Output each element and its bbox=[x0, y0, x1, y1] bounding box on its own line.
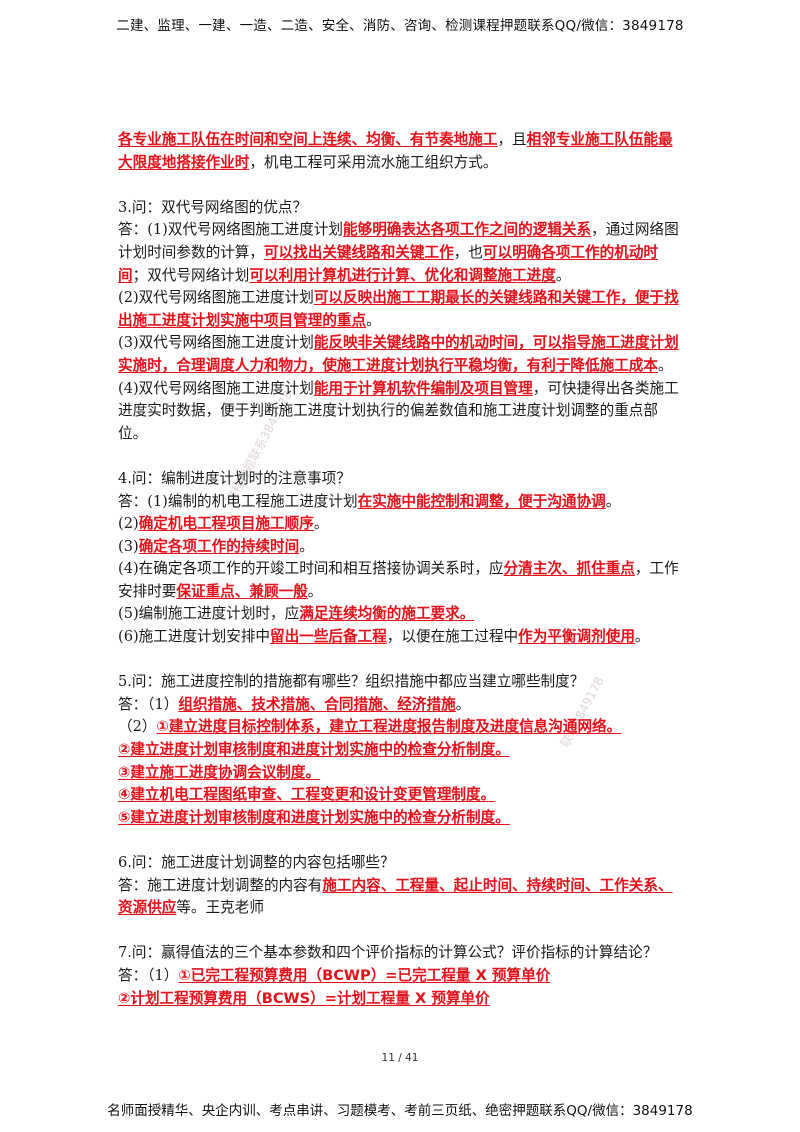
body-text: (3) bbox=[118, 537, 139, 555]
body-text: 。 bbox=[307, 582, 323, 600]
body-text: 4.问：编制进度计划时的注意事项？ bbox=[118, 469, 351, 487]
body-text: 答：施工进度计划调整的内容有 bbox=[118, 876, 323, 894]
paragraph: (2)确定机电工程项目施工顺序。 bbox=[118, 513, 684, 536]
emphasis-text: ③建立施工进度协调会议制度。 bbox=[118, 763, 321, 781]
emphasis-text: ⑤建立进度计划审核制度和进度计划实施中的检查分析制度。 bbox=[118, 808, 510, 826]
paragraph: 7.问：赢得值法的三个基本参数和四个评价指标的计算公式？评价指标的计算结论？ bbox=[118, 942, 684, 965]
emphasis-text: ②建立进度计划审核制度和进度计划实施中的检查分析制度。 bbox=[118, 741, 510, 759]
body-text: ；双代号网络计划 bbox=[132, 266, 250, 284]
paragraph: 各专业施工队伍在时间和空间上连续、均衡、有节奏地施工，且相邻专业施工队伍能最大限… bbox=[118, 129, 684, 174]
page-footer: 名师面授精华、央企内训、考点串讲、习题模考、考前三页纸、绝密押题联系QQ/微信：… bbox=[107, 1103, 693, 1119]
body-text: 7.问：赢得值法的三个基本参数和四个评价指标的计算公式？评价指标的计算结论？ bbox=[118, 944, 658, 962]
emphasis-text: ①已完工程预算费用（BCWP）=已完工程量 X 预算单价 bbox=[178, 966, 551, 984]
emphasis-text: 可以反映出施工工期最长的关键线路和关键工作，便于找出施工进度计划实施中项目管理的… bbox=[118, 289, 679, 329]
body-text: ，通过网络图计划时间参数的计算， bbox=[118, 221, 679, 261]
emphasis-text: 可以明确各项工作的机动时间 bbox=[118, 243, 659, 284]
body-text: ，可快捷得出各类施工进度实时数据，便于判断施工进度计划执行的偏差数值和施工进度计… bbox=[118, 379, 679, 442]
page-number: 11 / 41 bbox=[381, 1052, 419, 1064]
body-text: 。 bbox=[657, 356, 673, 374]
paragraph-gap bbox=[118, 829, 684, 852]
emphasis-text: 满足连续均衡的施工要求。 bbox=[299, 605, 475, 623]
paragraph: (4)在确定各项工作的开竣工时间和相互搭接协调关系时，应分清主次、抓住重点，工作… bbox=[118, 558, 684, 603]
document-body: 各专业施工队伍在时间和空间上连续、均衡、有节奏地施工，且相邻专业施工队伍能最大限… bbox=[118, 129, 684, 1010]
paragraph: 答：(1)双代号网络图施工进度计划能够明确表达各项工作之间的逻辑关系，通过网络图… bbox=[118, 219, 684, 287]
body-text: (2) bbox=[118, 515, 139, 533]
paragraph: ④建立机电工程图纸审查、工程变更和设计变更管理制度。 bbox=[118, 784, 684, 807]
body-text: 。 bbox=[299, 537, 314, 555]
paragraph: (3)确定各项工作的持续时间。 bbox=[118, 536, 684, 559]
paragraph-gap bbox=[118, 920, 684, 943]
paragraph: 答：施工进度计划调整的内容有施工内容、工程量、起止时间、持续时间、工作关系、资源… bbox=[118, 875, 684, 920]
body-text: ，也 bbox=[453, 243, 483, 261]
emphasis-text: 各专业施工队伍在时间和空间上连续、均衡、有节奏地施工 bbox=[118, 131, 498, 148]
body-text: 。 bbox=[605, 492, 621, 510]
body-text: 。 bbox=[366, 311, 381, 329]
body-text: ，工作安排时要 bbox=[118, 560, 679, 600]
paragraph: 6.问：施工进度计划调整的内容包括哪些？ bbox=[118, 852, 684, 875]
body-text: 。 bbox=[634, 628, 650, 646]
body-text: (5)编制施工进度计划时，应 bbox=[118, 605, 300, 623]
paragraph-gap bbox=[118, 174, 684, 197]
body-text: 答：（1） bbox=[118, 695, 179, 713]
paragraph: ②计划工程预算费用（BCWS）=计划工程量 X 预算单价 bbox=[118, 988, 684, 1011]
emphasis-text: 留出一些后备工程 bbox=[270, 628, 387, 646]
paragraph: 3.问：双代号网络图的优点？ bbox=[118, 197, 684, 220]
emphasis-text: 作为平衡调剂使用 bbox=[518, 628, 635, 646]
body-text: 6.问：施工进度计划调整的内容包括哪些？ bbox=[118, 854, 395, 871]
page-header: 二建、监理、一建、一造、二造、安全、消防、咨询、检测课程押题联系QQ/微信：38… bbox=[116, 18, 684, 34]
emphasis-text: 保证重点、兼顾一般 bbox=[176, 582, 308, 600]
body-text: 3.问：双代号网络图的优点？ bbox=[118, 198, 308, 216]
body-text: 。 bbox=[313, 515, 329, 533]
body-text: (3)双代号网络图施工进度计划 bbox=[118, 334, 314, 352]
body-text: (4)双代号网络图施工进度计划 bbox=[118, 379, 314, 397]
emphasis-text: 能反映非关键线路中的机动时间，可以指导施工进度计划实施时，合理调度人力和物力，使… bbox=[118, 334, 679, 374]
paragraph: (6)施工进度计划安排中留出一些后备工程，以便在施工过程中作为平衡调剂使用。 bbox=[118, 626, 684, 649]
body-text: ，且 bbox=[497, 131, 527, 148]
body-text: （2） bbox=[118, 718, 157, 736]
paragraph: (5)编制施工进度计划时，应满足连续均衡的施工要求。 bbox=[118, 603, 684, 626]
paragraph-gap bbox=[118, 445, 684, 468]
emphasis-text: 组织措施、技术措施、合同措施、经济措施 bbox=[178, 695, 456, 713]
body-text: (4)在确定各项工作的开竣工时间和相互搭接协调关系时，应 bbox=[118, 560, 504, 578]
paragraph: 答：(1)编制的机电工程施工进度计划在实施中能控制和调整，便于沟通协调。 bbox=[118, 491, 684, 514]
paragraph-gap bbox=[118, 649, 684, 672]
paragraph: （2）①建立进度目标控制体系，建立工程进度报告制度及进度信息沟通网络。 bbox=[118, 716, 684, 739]
paragraph: ⑤建立进度计划审核制度和进度计划实施中的检查分析制度。 bbox=[118, 807, 684, 830]
body-text: 等。王克老师 bbox=[176, 899, 264, 917]
paragraph: 答：（1）组织措施、技术措施、合同措施、经济措施。 bbox=[118, 694, 684, 717]
paragraph: 5.问：施工进度控制的措施都有哪些？组织措施中都应当建立哪些制度？ bbox=[118, 671, 684, 694]
body-text: 答：(1)编制的机电工程施工进度计划 bbox=[118, 492, 358, 510]
body-text: 。 bbox=[455, 695, 471, 713]
emphasis-text: 可以利用计算机进行计算、优化和调整施工进度 bbox=[249, 266, 556, 284]
emphasis-text: 分清主次、抓住重点 bbox=[503, 560, 635, 578]
paragraph: (3)双代号网络图施工进度计划能反映非关键线路中的机动时间，可以指导施工进度计划… bbox=[118, 332, 684, 377]
emphasis-text: ②计划工程预算费用（BCWS）=计划工程量 X 预算单价 bbox=[118, 989, 490, 1007]
paragraph: 答：（1）①已完工程预算费用（BCWP）=已完工程量 X 预算单价 bbox=[118, 965, 684, 988]
emphasis-text: 施工内容、工程量、起止时间、持续时间、工作关系、资源供应 bbox=[118, 876, 673, 917]
paragraph: (4)双代号网络图施工进度计划能用于计算机软件编制及项目管理，可快捷得出各类施工… bbox=[118, 378, 684, 446]
emphasis-text: 在实施中能控制和调整，便于沟通协调 bbox=[357, 492, 606, 510]
body-text: 。 bbox=[555, 266, 571, 284]
body-text: (6)施工进度计划安排中 bbox=[118, 628, 271, 646]
body-text: 答：（1） bbox=[118, 966, 179, 984]
body-text: ，机电工程可采用流水施工组织方式。 bbox=[249, 153, 498, 171]
paragraph: 4.问：编制进度计划时的注意事项？ bbox=[118, 468, 684, 491]
emphasis-text: 确定各项工作的持续时间 bbox=[138, 537, 300, 555]
emphasis-text: 可以找出关键线路和关键工作 bbox=[263, 243, 454, 261]
body-text: (2)双代号网络图施工进度计划 bbox=[118, 289, 314, 307]
paragraph: ③建立施工进度协调会议制度。 bbox=[118, 762, 684, 785]
emphasis-text: 相邻专业施工队伍能最大限度地搭接作业时 bbox=[118, 131, 673, 171]
emphasis-text: ④建立机电工程图纸审查、工程变更和设计变更管理制度。 bbox=[118, 786, 496, 804]
paragraph: ②建立进度计划审核制度和进度计划实施中的检查分析制度。 bbox=[118, 739, 684, 762]
body-text: 5.问：施工进度控制的措施都有哪些？组织措施中都应当建立哪些制度？ bbox=[118, 673, 585, 691]
emphasis-text: 确定机电工程项目施工顺序 bbox=[138, 515, 314, 533]
paragraph: (2)双代号网络图施工进度计划可以反映出施工工期最长的关键线路和关键工作，便于找… bbox=[118, 287, 684, 332]
body-text: 答：(1)双代号网络图施工进度计划 bbox=[118, 221, 343, 239]
body-text: ，以便在施工过程中 bbox=[386, 628, 519, 646]
emphasis-text: 能够明确表达各项工作之间的逻辑关系 bbox=[343, 221, 592, 239]
emphasis-text: 能用于计算机软件编制及项目管理 bbox=[313, 379, 533, 397]
emphasis-text: ①建立进度目标控制体系，建立工程进度报告制度及进度信息沟通网络。 bbox=[156, 718, 622, 736]
